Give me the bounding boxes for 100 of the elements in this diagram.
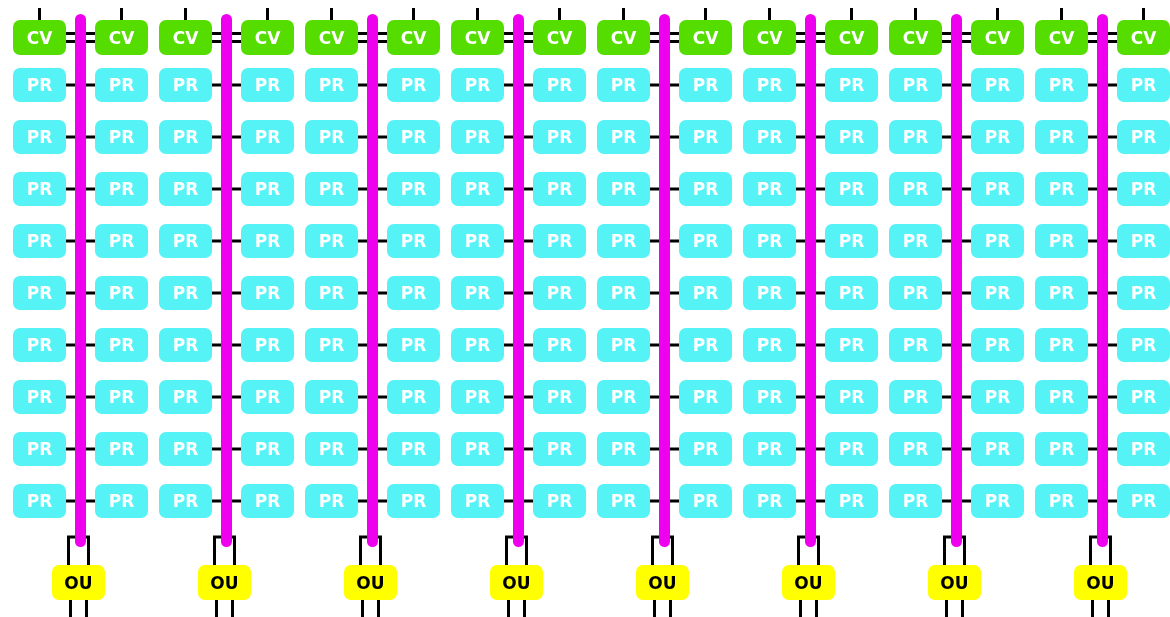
module-box: PR xyxy=(1035,172,1088,206)
connector-line xyxy=(650,291,659,295)
connector-line xyxy=(816,239,825,243)
module-box: PR xyxy=(13,432,66,466)
module-box: PR xyxy=(451,432,504,466)
connector-line xyxy=(962,135,971,139)
connector-line xyxy=(504,135,513,139)
module-box: PR xyxy=(13,172,66,206)
output-box: OU xyxy=(344,565,397,600)
connector-line xyxy=(504,83,513,87)
module-box: PR xyxy=(971,432,1024,466)
connector-line xyxy=(1088,395,1097,399)
module-box: CV xyxy=(743,20,796,55)
connector-line xyxy=(704,8,707,20)
module-box: PR xyxy=(451,68,504,102)
connector-line xyxy=(524,135,533,139)
connector-line xyxy=(66,291,75,295)
bus-bar xyxy=(75,14,86,547)
connector-line xyxy=(232,239,241,243)
connector-line xyxy=(558,8,561,20)
connector-line xyxy=(377,535,382,565)
connector-line xyxy=(212,40,221,43)
connector-line xyxy=(796,499,805,503)
connector-line xyxy=(962,32,971,35)
connector-line xyxy=(650,40,659,43)
module-box: PR xyxy=(597,380,650,414)
connector-line xyxy=(1108,291,1117,295)
connector-line xyxy=(504,447,513,451)
module-box: PR xyxy=(159,172,212,206)
connector-line xyxy=(212,239,221,243)
module-box: PR xyxy=(889,276,942,310)
module-box: PR xyxy=(679,328,732,362)
connector-line xyxy=(232,135,241,139)
module-box: PR xyxy=(451,172,504,206)
module-box: CV xyxy=(597,20,650,55)
module-box: PR xyxy=(13,68,66,102)
connector-line xyxy=(942,395,951,399)
connector-line xyxy=(66,499,75,503)
module-box: CV xyxy=(305,20,358,55)
module-box: PR xyxy=(451,276,504,310)
bus-bar xyxy=(805,14,816,547)
connector-line xyxy=(232,40,241,43)
connector-line xyxy=(358,135,367,139)
module-box: PR xyxy=(889,120,942,154)
module-box: CV xyxy=(889,20,942,55)
module-box: PR xyxy=(159,224,212,258)
connector-line xyxy=(942,32,951,35)
bus-bar xyxy=(951,14,962,547)
connector-line xyxy=(120,8,123,20)
module-box: CV xyxy=(1035,20,1088,55)
connector-line xyxy=(816,343,825,347)
module-box: PR xyxy=(305,328,358,362)
connector-line xyxy=(358,83,367,87)
connector-line xyxy=(66,239,75,243)
module-box: PR xyxy=(825,484,878,518)
connector-line xyxy=(86,135,95,139)
connector-line xyxy=(358,32,367,35)
connector-line xyxy=(66,187,75,191)
connector-line xyxy=(212,32,221,35)
connector-line xyxy=(1108,187,1117,191)
module-box: PR xyxy=(597,68,650,102)
module-box: PR xyxy=(13,120,66,154)
module-box: PR xyxy=(1117,484,1170,518)
module-box: PR xyxy=(305,68,358,102)
connector-line xyxy=(961,600,964,617)
connector-line xyxy=(86,187,95,191)
module-box: PR xyxy=(971,484,1024,518)
connector-line xyxy=(212,395,221,399)
connector-line xyxy=(86,40,95,43)
connector-line xyxy=(962,343,971,347)
connector-line xyxy=(669,600,672,617)
module-box: PR xyxy=(95,432,148,466)
connector-line xyxy=(1142,8,1145,20)
connector-line xyxy=(1108,395,1117,399)
module-box: CV xyxy=(95,20,148,55)
connector-line xyxy=(651,535,659,565)
connector-line xyxy=(670,239,679,243)
connector-line xyxy=(796,395,805,399)
module-box: PR xyxy=(971,328,1024,362)
module-box: PR xyxy=(679,172,732,206)
connector-line xyxy=(86,32,95,35)
connector-line xyxy=(266,8,269,20)
connector-line xyxy=(1088,239,1097,243)
connector-line xyxy=(942,447,951,451)
connector-line xyxy=(816,83,825,87)
connector-line xyxy=(670,135,679,139)
connector-line xyxy=(523,600,526,617)
module-box: PR xyxy=(679,276,732,310)
connector-line xyxy=(962,291,971,295)
connector-line xyxy=(524,447,533,451)
connector-line xyxy=(962,447,971,451)
connector-line xyxy=(504,395,513,399)
connector-line xyxy=(796,239,805,243)
connector-line xyxy=(816,291,825,295)
connector-line xyxy=(942,40,951,43)
module-box: PR xyxy=(241,68,294,102)
connector-line xyxy=(961,535,966,565)
connector-line xyxy=(1108,447,1117,451)
module-box: CV xyxy=(533,20,586,55)
connector-line xyxy=(1088,187,1097,191)
